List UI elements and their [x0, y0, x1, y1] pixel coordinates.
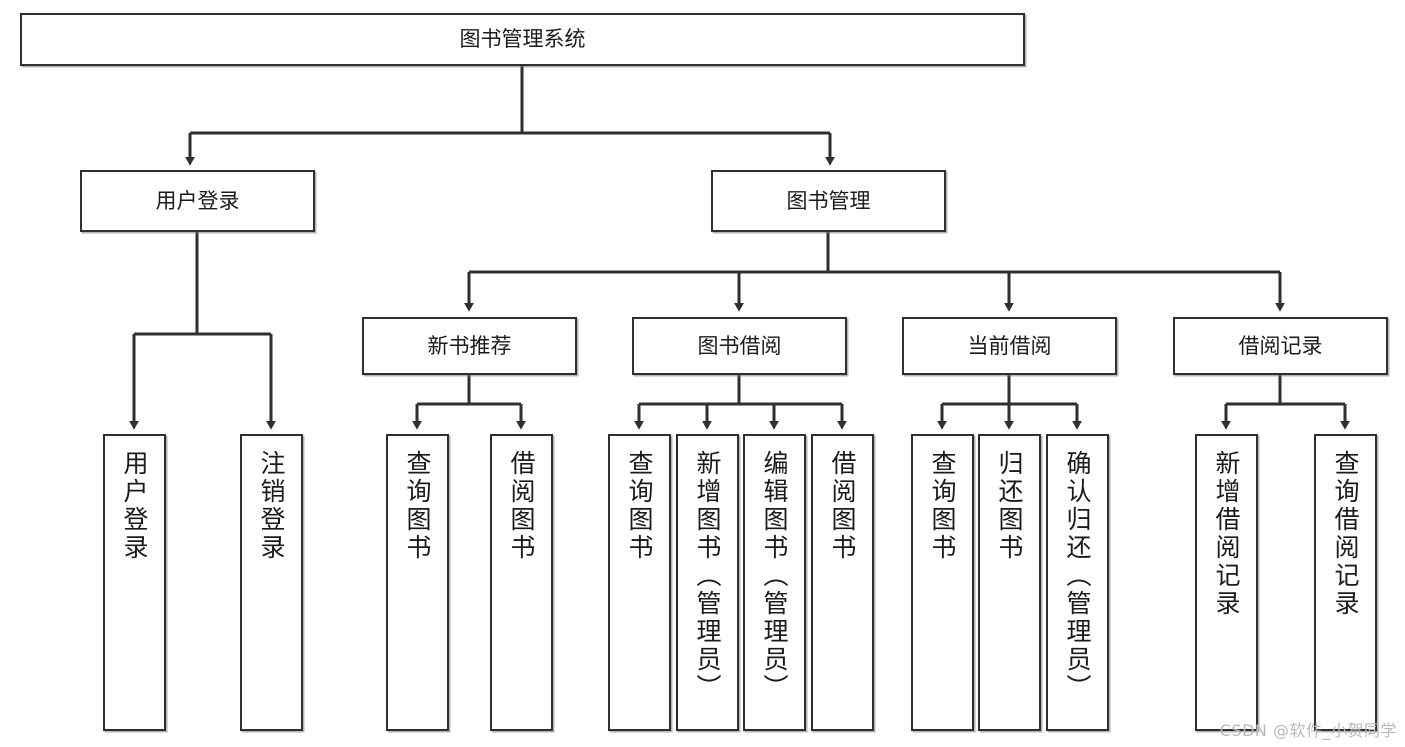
- node-borrow-record[interactable]: 借阅记录: [1173, 317, 1388, 375]
- node-label: 借阅图书: [828, 450, 857, 562]
- leaf-user-login-signout[interactable]: 注销登录: [240, 434, 303, 731]
- leaf-book-borrow-lend[interactable]: 借阅图书: [811, 434, 874, 731]
- leaf-new-book-borrow[interactable]: 借阅图书: [490, 434, 553, 731]
- node-label: 图书管理系统: [459, 27, 586, 52]
- leaf-current-borrow-query[interactable]: 查询图书: [911, 434, 974, 731]
- leaf-book-borrow-edit[interactable]: 编辑图书（管理员）: [743, 434, 806, 731]
- node-label: 图书管理: [786, 188, 871, 213]
- node-label: 编辑图书（管理员）: [760, 450, 789, 702]
- leaf-new-book-query[interactable]: 查询图书: [386, 434, 449, 731]
- csdn-watermark: CSDN @软件_小贺同学: [1219, 721, 1397, 740]
- node-label: 借阅图书: [507, 450, 536, 562]
- leaf-current-borrow-confirm[interactable]: 确认归还（管理员）: [1046, 434, 1109, 731]
- leaf-borrow-record-query[interactable]: 查询借阅记录: [1314, 434, 1377, 731]
- node-user-login[interactable]: 用户登录: [80, 170, 315, 232]
- leaf-book-borrow-add[interactable]: 新增图书（管理员）: [676, 434, 739, 731]
- node-label: 用户登录: [120, 450, 149, 562]
- node-label: 新增图书（管理员）: [693, 450, 722, 702]
- leaf-current-borrow-return[interactable]: 归还图书: [978, 434, 1041, 731]
- node-book-management[interactable]: 图书管理: [711, 170, 946, 232]
- node-label: 查询图书: [403, 450, 432, 562]
- node-current-borrow[interactable]: 当前借阅: [902, 317, 1117, 375]
- node-book-borrow[interactable]: 图书借阅: [632, 317, 847, 375]
- node-label: 查询图书: [928, 450, 957, 562]
- leaf-book-borrow-query[interactable]: 查询图书: [608, 434, 671, 731]
- node-label: 注销登录: [257, 450, 286, 562]
- node-root-system[interactable]: 图书管理系统: [20, 13, 1025, 66]
- node-label: 当前借阅: [967, 333, 1052, 358]
- node-label: 借阅记录: [1238, 333, 1323, 358]
- node-label: 查询图书: [625, 450, 654, 562]
- node-label: 新增借阅记录: [1212, 450, 1241, 618]
- node-label: 用户登录: [155, 188, 240, 213]
- node-label: 图书借阅: [697, 333, 782, 358]
- node-label: 归还图书: [995, 450, 1024, 562]
- node-label: 确认归还（管理员）: [1063, 450, 1092, 702]
- leaf-borrow-record-add[interactable]: 新增借阅记录: [1195, 434, 1258, 731]
- node-label: 查询借阅记录: [1331, 450, 1360, 618]
- node-label: 新书推荐: [427, 333, 512, 358]
- leaf-user-login-signin[interactable]: 用户登录: [103, 434, 166, 731]
- node-new-book-recommend[interactable]: 新书推荐: [362, 317, 577, 375]
